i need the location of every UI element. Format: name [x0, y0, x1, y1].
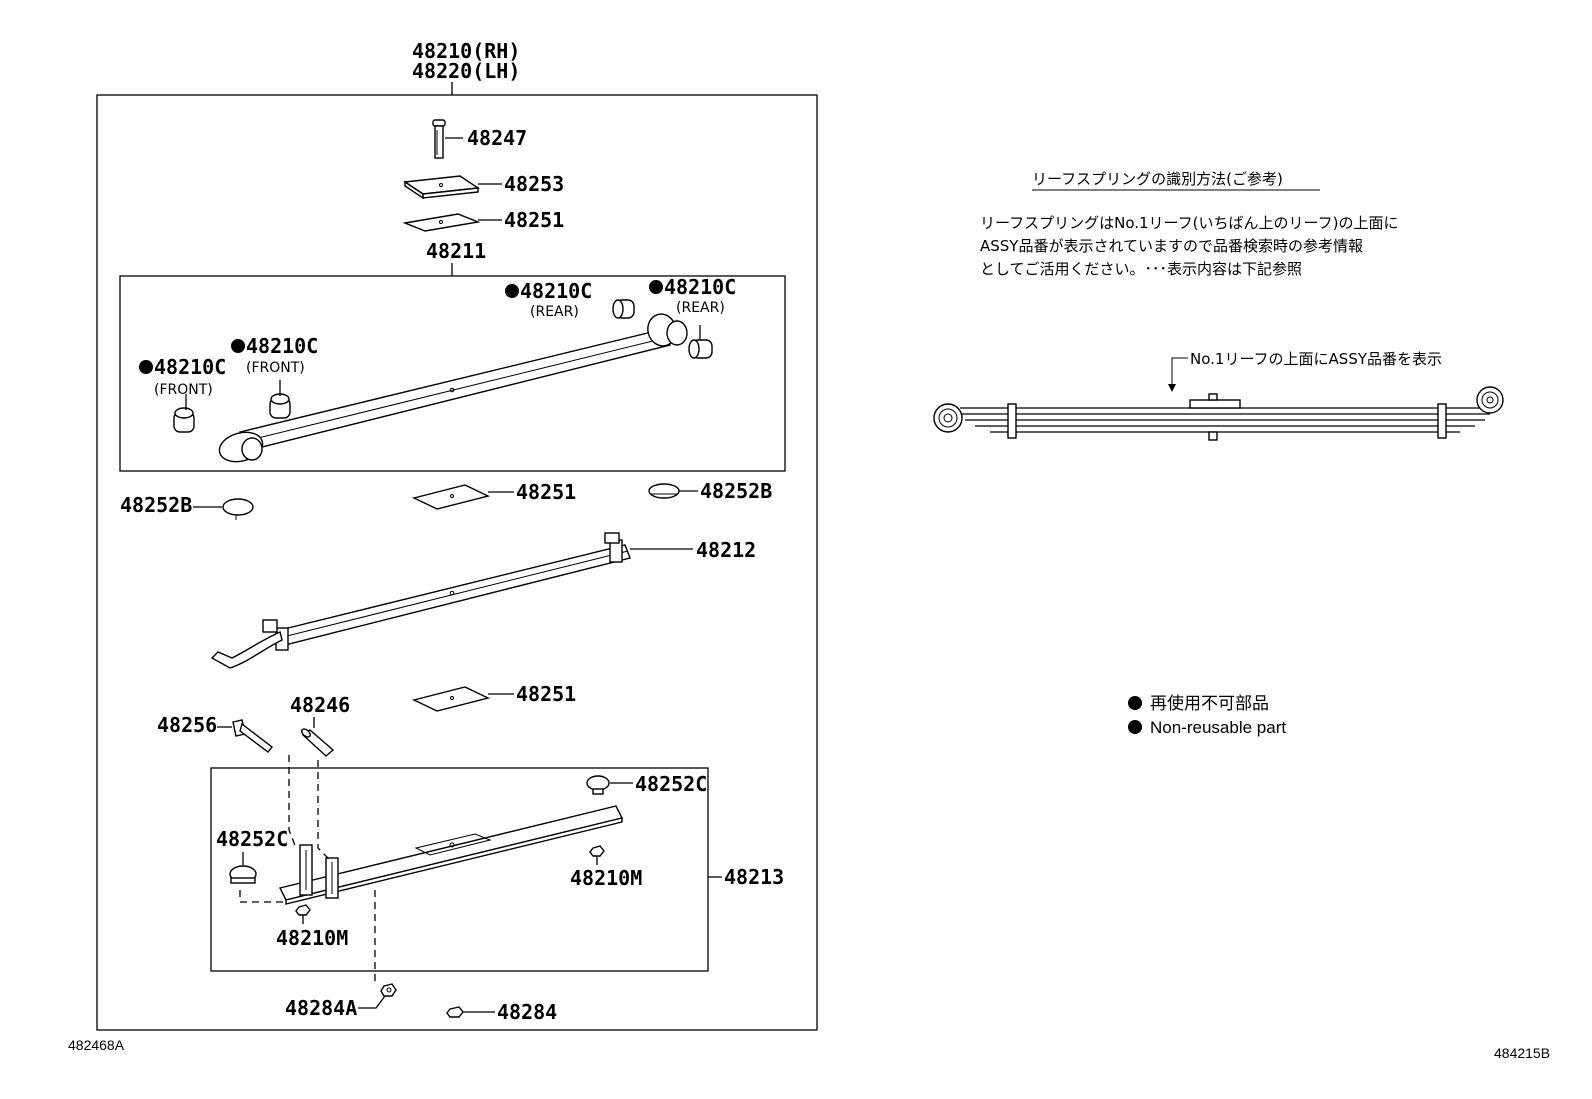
- drawing-code-right: 484215B: [1494, 1045, 1550, 1061]
- part-label-48210m-left: 48210M: [276, 926, 348, 950]
- note-rear-right: (REAR): [676, 300, 725, 316]
- leader-48284a: [358, 995, 386, 1009]
- stopper-48252b-left[interactable]: [222, 498, 254, 520]
- callout-text: No.1リーフの上面にASSY品番を表示: [1190, 350, 1442, 368]
- plate-48213[interactable]: [278, 805, 624, 905]
- bushing-48210c-rear-left[interactable]: [612, 299, 635, 319]
- assembly-frame: [96, 94, 818, 1031]
- part-label-48252b-left: 48252B: [120, 493, 192, 517]
- part-label-48246: 48246: [290, 693, 350, 717]
- bolt-48256[interactable]: [232, 719, 273, 753]
- part-label-48213: 48213: [724, 865, 784, 889]
- part-label-48251-top: 48251: [504, 208, 564, 232]
- part-label-48284: 48284: [497, 1000, 557, 1024]
- part-label-48251-mid: 48251: [516, 480, 576, 504]
- part-label-48284a: 48284A: [285, 996, 357, 1020]
- leaf-spring-side-view[interactable]: [933, 386, 1504, 441]
- frame-48211: [119, 275, 786, 472]
- second-leaf-48212[interactable]: [210, 532, 631, 669]
- note-rear-left: (REAR): [530, 304, 579, 320]
- stopper-48252c-left[interactable]: [229, 865, 257, 884]
- dash-48256: [288, 755, 297, 849]
- assembly-number-lh: 48220(LH): [412, 59, 520, 83]
- note-title: リーフスプリングの識別方法(ご参考): [1032, 170, 1283, 188]
- note-line-2: ASSY品番が表示されていますので品番検索時の参考情報: [980, 237, 1363, 255]
- bushing-48210c-front-left[interactable]: [173, 407, 195, 433]
- bushing-48210c-rear-right[interactable]: [688, 339, 713, 359]
- nut-48284[interactable]: [446, 1006, 464, 1018]
- part-label-48252c-right: 48252C: [635, 772, 707, 796]
- nut-48210m-right[interactable]: [589, 845, 605, 857]
- note-front-left: (FRONT): [154, 382, 213, 398]
- part-label-48256: 48256: [157, 713, 217, 737]
- part-label-48247: 48247: [467, 126, 527, 150]
- nut-48210m-left[interactable]: [295, 904, 311, 916]
- legend-dot-jp: [1128, 696, 1142, 710]
- part-label-48210m-right: 48210M: [570, 866, 642, 890]
- pad-48251-low[interactable]: [411, 686, 491, 712]
- non-reusable-dot-front-left: [139, 360, 153, 374]
- note-front-mid: (FRONT): [246, 360, 305, 376]
- stopper-48252c-right[interactable]: [586, 775, 610, 795]
- drawing-code-left: 482468A: [68, 1037, 125, 1053]
- callout-arrow: [1168, 384, 1176, 392]
- legend-dot-en: [1128, 720, 1142, 734]
- note-line-1: リーフスプリングはNo.1リーフ(いちばん上のリーフ)の上面に: [980, 214, 1398, 232]
- part-label-48252b-right: 48252B: [700, 479, 772, 503]
- part-label-48212: 48212: [696, 538, 756, 562]
- stopper-48252b-right[interactable]: [648, 483, 680, 499]
- note-line-3: としてご活用ください。･･･表示内容は下記参照: [980, 260, 1302, 278]
- part-label-48210c-front-left: 48210C: [154, 355, 226, 379]
- callout-leader: [1171, 357, 1188, 388]
- pad-48251-top[interactable]: [402, 213, 481, 232]
- part-label-48252c-left: 48252C: [216, 827, 288, 851]
- bushing-48210c-front-mid[interactable]: [269, 393, 291, 419]
- frame-48213: [210, 767, 709, 972]
- non-reusable-dot-front-mid: [231, 339, 245, 353]
- legend-jp: 再使用不可部品: [1150, 693, 1269, 713]
- pad-48251-mid[interactable]: [411, 484, 491, 510]
- non-reusable-dot-rear-right: [649, 280, 663, 294]
- nut-48284a[interactable]: [380, 983, 397, 997]
- assembly-number-rh: 48210(RH): [412, 39, 520, 63]
- part-label-48210c-rear-left: 48210C: [520, 279, 592, 303]
- legend-en: Non-reusable part: [1150, 718, 1286, 737]
- main-leaf-48211[interactable]: [216, 311, 688, 466]
- part-label-48251-low: 48251: [516, 682, 576, 706]
- dash-48252c-left: [239, 890, 284, 903]
- dash-48246: [317, 760, 333, 863]
- part-label-48253: 48253: [504, 172, 564, 196]
- non-reusable-dot-rear-left: [505, 284, 519, 298]
- part-label-48210c-rear-right: 48210C: [664, 275, 736, 299]
- bolt-48247[interactable]: [432, 119, 446, 159]
- part-label-48210c-front-mid: 48210C: [246, 334, 318, 358]
- pin-48246[interactable]: [300, 727, 335, 757]
- part-label-48211: 48211: [426, 239, 486, 263]
- plate-48253[interactable]: [403, 175, 480, 200]
